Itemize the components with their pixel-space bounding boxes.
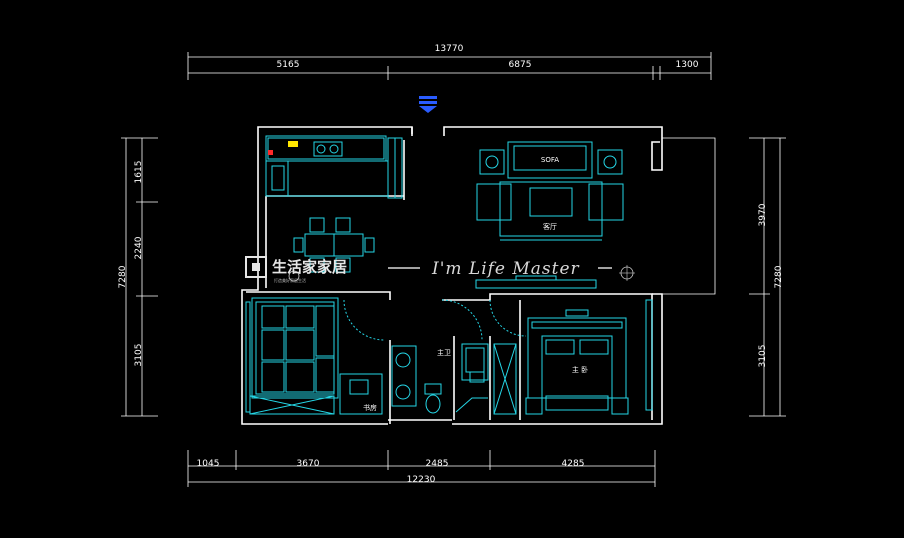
bottom-dimension-3: 2485 [426, 459, 449, 469]
brand-subline: 打造美好家居生活 [274, 277, 306, 283]
master-bedroom-label: 主 卧 [572, 365, 588, 374]
living-room-label: 客厅 [543, 222, 557, 231]
watermark: 生活家家居 打造美好家居生活 I'm Life Master [245, 256, 612, 283]
bottom-total-dimension: 12230 [407, 475, 436, 485]
bottom-dimension-1: 1045 [197, 459, 220, 469]
right-dimensions: 3970 3105 7280 [749, 137, 786, 417]
left-dimensions: 1615 2240 3105 7280 [118, 137, 158, 417]
right-dimension-2: 3105 [758, 345, 768, 368]
bottom-dimension-2: 3670 [297, 459, 320, 469]
walls [241, 126, 716, 425]
main-bathroom: 主卫 [391, 299, 527, 415]
main-bathroom-label: 主卫 [437, 348, 451, 357]
master-bedroom: 主 卧 [525, 299, 653, 415]
living-room: SOFA 客厅 [475, 141, 624, 289]
top-dimension-3: 1300 [676, 60, 699, 70]
kitchen [265, 135, 403, 199]
bottom-dimension-4: 4285 [562, 459, 585, 469]
right-dimension-1: 3970 [758, 203, 768, 226]
dining-table [293, 217, 375, 273]
left-dimension-3: 3105 [134, 344, 144, 367]
right-total-dimension: 7280 [774, 265, 784, 288]
brand-name: 生活家家居 [272, 258, 347, 276]
left-dimension-2: 2240 [134, 236, 144, 259]
study-label: 书房 [363, 403, 377, 412]
top-dimensions: 13770 5165 6875 1300 [187, 44, 712, 80]
svg-text:SOFA: SOFA [541, 156, 559, 164]
plant-icon [288, 265, 635, 282]
brand-logo-icon [245, 256, 267, 278]
study-room: 书房 [245, 297, 385, 415]
brand-slogan: I'm Life Master [431, 259, 580, 279]
bottom-dimensions: 1045 3670 2485 4285 12230 [187, 450, 656, 487]
top-total-dimension: 13770 [435, 44, 464, 54]
left-total-dimension: 7280 [118, 265, 128, 288]
entrance-arrow-icon [419, 96, 437, 113]
top-dimension-2: 6875 [509, 60, 532, 70]
left-dimension-1: 1615 [134, 161, 144, 184]
top-dimension-1: 5165 [277, 60, 300, 70]
